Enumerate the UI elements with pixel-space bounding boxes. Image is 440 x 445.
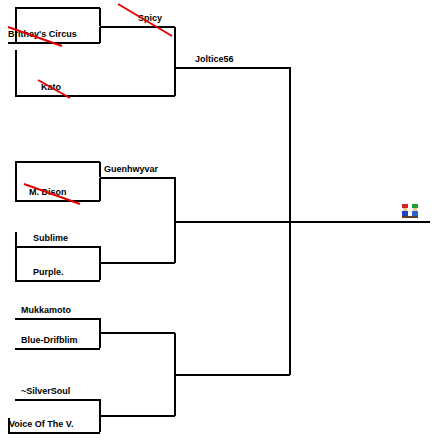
empty-slot	[100, 415, 175, 417]
sprite-pixel	[412, 211, 418, 216]
player-name: Purple.	[33, 266, 100, 278]
empty-slot	[15, 7, 100, 9]
bracket-slot: Joltice56	[175, 53, 290, 69]
player-name: Joltice56	[195, 53, 290, 65]
player-name: Spicy	[138, 12, 175, 24]
elimination-strike	[24, 184, 80, 204]
player-name: ~SilverSoul	[21, 385, 100, 397]
player-name: Guenhwyvar	[104, 163, 175, 175]
empty-slot	[100, 262, 175, 264]
player-name: Blue-Drifblim	[21, 334, 100, 346]
bracket-slot: Guenhwyvar	[100, 163, 175, 179]
player-name: Sublime	[33, 232, 100, 244]
player-name: Voice Of The V.	[9, 418, 100, 430]
empty-slot	[15, 161, 100, 163]
sprite-pixel	[413, 208, 417, 211]
player-name: Mukkamoto	[21, 304, 100, 316]
bracket-line	[15, 50, 17, 95]
bracket-slot: M. Dison	[15, 186, 100, 202]
player-name: Brithey's Circus	[8, 28, 100, 40]
player-name: Kato	[41, 81, 175, 93]
bracket-slot: Sublime	[15, 232, 100, 248]
empty-slot	[100, 332, 175, 334]
bracket-slot: Mukkamoto	[15, 304, 100, 320]
sprite-pixel	[403, 208, 407, 211]
bracket-line	[15, 232, 17, 280]
bracket-slot: Voice Of The V.	[8, 418, 100, 434]
bracket-slot: Brithey's Circus	[8, 28, 100, 44]
bracket-slot: Purple.	[15, 266, 100, 282]
sprite-pixel	[412, 204, 418, 208]
elimination-strike	[8, 27, 62, 46]
player-name: M. Dison	[29, 186, 100, 198]
bracket-connector	[174, 68, 176, 96]
bracket-line	[15, 162, 17, 200]
elimination-strike	[38, 80, 70, 98]
bracket-line	[174, 177, 176, 263]
winner-sprites	[402, 204, 418, 218]
final-line	[175, 221, 430, 223]
bracket-slot: ~SilverSoul	[15, 385, 100, 401]
bracket-line	[289, 67, 291, 375]
empty-slot	[175, 374, 290, 376]
bracket-slot: Spicy	[100, 12, 175, 28]
sprite-pixel	[402, 204, 408, 208]
sprite-pixel	[402, 211, 408, 216]
bracket-slot: Kato	[15, 81, 175, 97]
sprite-pixel	[402, 216, 418, 218]
bracket-connector	[174, 27, 176, 68]
bracket-connector	[99, 27, 101, 43]
elimination-strike	[118, 4, 172, 36]
bracket-connector	[99, 178, 101, 201]
bracket-slot: Blue-Drifblim	[15, 334, 100, 350]
